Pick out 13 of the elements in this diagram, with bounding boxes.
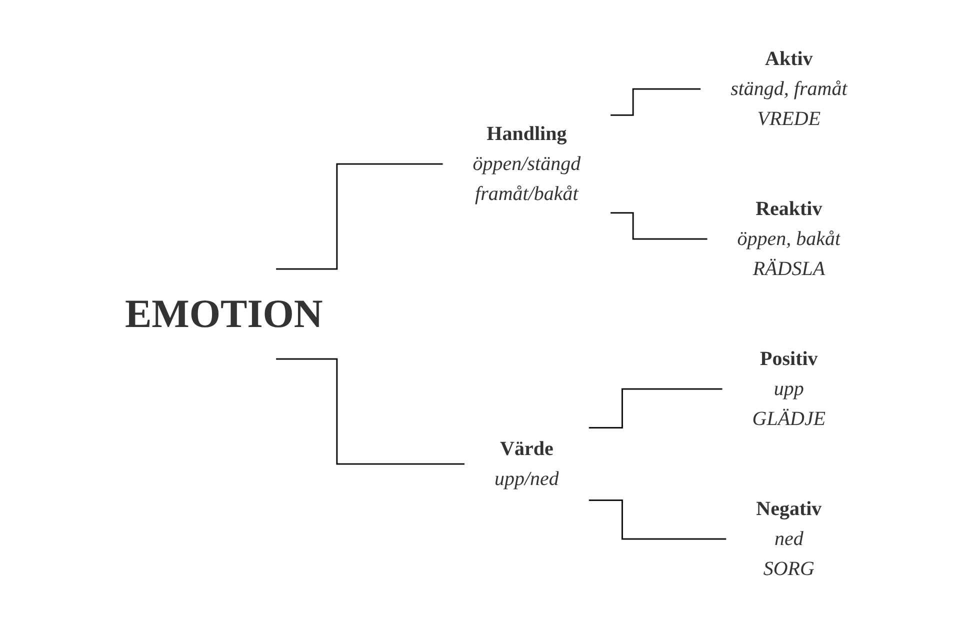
node-text: Aktiv stängd, framåt VREDE (730, 48, 848, 130)
node-text: Positiv upp GLÄDJE (752, 348, 826, 430)
connector (276, 358, 465, 465)
connector (589, 499, 726, 540)
node-text: Reaktiv öppen, bakåt RÄDSLA (738, 198, 841, 280)
connector (610, 212, 708, 240)
connector (610, 88, 701, 116)
connector (589, 388, 723, 429)
node-text: Negativ ned SORG (756, 498, 822, 580)
node-text: Värde upp/ned (494, 438, 560, 490)
node-text: Handling öppen/stängd framåt/bakåt (473, 123, 581, 205)
connector (276, 163, 444, 270)
node-text: EMOTION (125, 291, 324, 336)
